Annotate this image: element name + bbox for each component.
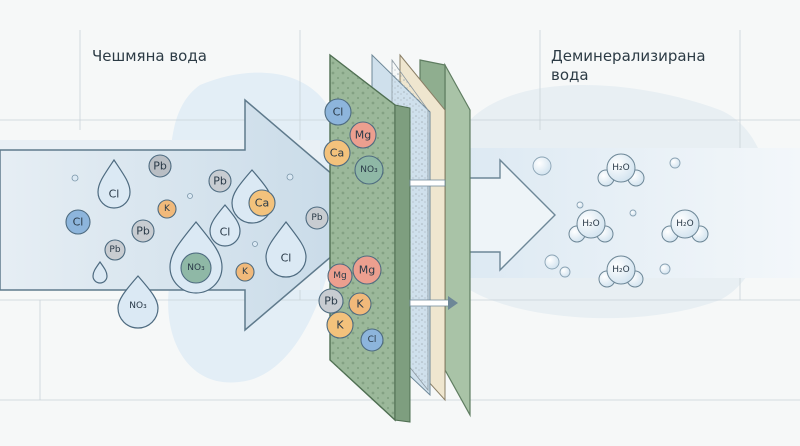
water-label: H₂O: [612, 265, 629, 275]
output-water-label: Деминерализирана вода: [551, 47, 706, 85]
ion-k-circle: [235, 262, 255, 282]
ion-label-pb: Pb: [136, 225, 150, 238]
ion-label-mg: Mg: [355, 129, 371, 142]
ion-label-pb: Pb: [311, 213, 322, 223]
water-drop-icon: [209, 204, 241, 247]
ion-label-cl: Cl: [73, 216, 84, 229]
ion-label-mg: Mg: [359, 264, 375, 277]
ion-pb-circle: [148, 154, 172, 178]
ion-label-pb: Pb: [213, 175, 227, 188]
water-molecule-icon: [568, 209, 614, 243]
water-molecule-icon: [598, 255, 644, 288]
water-molecules: [568, 153, 709, 288]
water-label: H₂O: [612, 163, 629, 173]
ion-label-cl: Cl: [368, 335, 377, 345]
ion-label-k: K: [242, 267, 249, 277]
ions-left: [65, 154, 329, 284]
ion-cl-circle: [360, 328, 384, 352]
ion-label-pb: Pb: [324, 295, 338, 308]
ion-pb-circle: [305, 206, 329, 230]
ion-mg-circle: [349, 121, 377, 149]
ions-membrane: [318, 98, 384, 352]
water-drop-icon: [265, 221, 307, 278]
ion-label-cl: Cl: [109, 188, 120, 201]
input-water-label: Чешмяна вода: [92, 47, 207, 65]
ion-ca-circle: [248, 189, 276, 217]
ion-cl-circle: [324, 98, 352, 126]
bubbles-right: [532, 156, 681, 278]
ion-pb-circle: [104, 239, 126, 261]
ion-label-k: K: [164, 204, 171, 214]
ion-label-ca: Ca: [330, 147, 344, 160]
ion-k-circle: [348, 292, 372, 316]
ion-label-pb: Pb: [109, 245, 120, 255]
ion-label-cl: Cl: [333, 106, 344, 119]
output-label-line1: Деминерализирана: [551, 47, 706, 65]
ion-pb-circle: [131, 219, 155, 243]
ion-ca-circle: [323, 139, 351, 167]
output-label-line2: вода: [551, 66, 589, 84]
water-drop-icon: [92, 260, 108, 284]
water-label: H₂O: [676, 219, 693, 229]
ion-label-cl: Cl: [281, 252, 292, 265]
small-droplets-left: [71, 173, 294, 247]
ion-pb-circle: [318, 288, 344, 314]
ion-cl-circle: [65, 209, 91, 235]
ion-label-mg: Mg: [333, 271, 346, 281]
ion-label-k: K: [336, 319, 344, 332]
ion-mg-circle: [352, 255, 382, 285]
ion-label-pb: Pb: [153, 160, 167, 173]
ion-k-circle: [157, 199, 177, 219]
ion-label-k: K: [356, 298, 364, 311]
water-drop-icon: [117, 275, 159, 329]
ion-k-circle: [326, 311, 354, 339]
ion-label-cl: Cl: [220, 226, 231, 239]
ion-label-no3: NO₃: [360, 165, 378, 175]
ion-pb-circle: [208, 169, 232, 193]
water-molecule-icon: [597, 153, 645, 187]
ion-label-ca: Ca: [255, 197, 269, 210]
ion-mg-circle: [327, 263, 353, 289]
water-drop-icon: [97, 158, 131, 209]
ion-no3-circle: [354, 155, 384, 185]
water-molecule-icon: [661, 209, 709, 243]
water-label: H₂O: [582, 219, 599, 229]
ion-no3-circle: [180, 252, 212, 284]
ion-label-no3: NO₃: [129, 301, 147, 311]
ion-label-no3: NO₃: [187, 263, 205, 273]
